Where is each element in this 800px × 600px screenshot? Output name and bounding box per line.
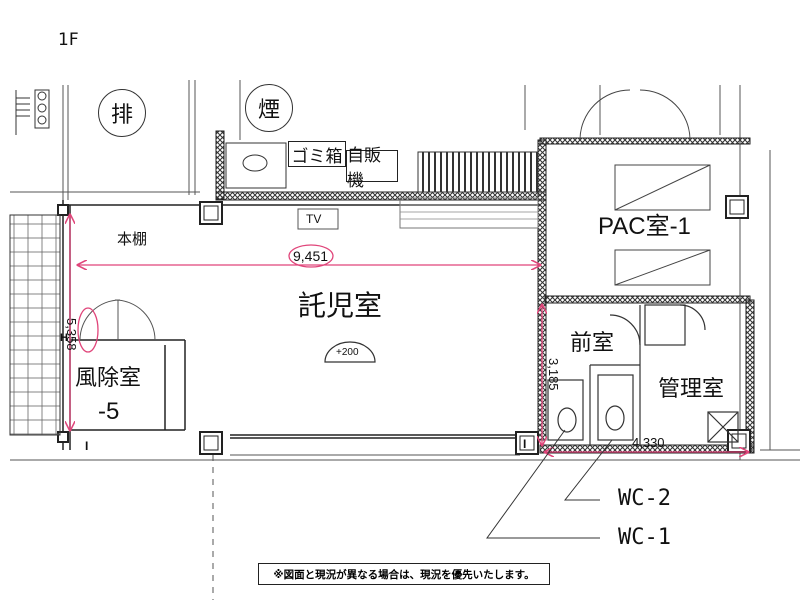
level-mark-label: +200 bbox=[336, 347, 359, 358]
dimension-depth-anteroom: 3,185 bbox=[546, 358, 561, 391]
garbage-box-label: ゴミ箱 bbox=[288, 141, 346, 167]
tv-box bbox=[297, 208, 339, 230]
childcare-room-label: 託児室 bbox=[298, 290, 383, 321]
vent-stripes bbox=[400, 204, 538, 220]
windbreak-room-label: 風除室 bbox=[75, 365, 142, 390]
vending-machine-label: 自販機 bbox=[346, 146, 398, 190]
pac-units bbox=[579, 89, 711, 286]
vent-lines bbox=[399, 197, 539, 229]
equipment-icon-stack bbox=[15, 89, 50, 135]
wall-hatch bbox=[539, 137, 751, 145]
management-room-label: 管理室 bbox=[658, 376, 725, 401]
wall-hatch bbox=[745, 299, 755, 451]
pac-room-label: PAC室-1 bbox=[598, 213, 691, 240]
vent-grille bbox=[417, 151, 539, 193]
dimension-width-main: 9,451 bbox=[293, 248, 329, 264]
sink-box bbox=[225, 142, 287, 189]
wc1-label: WC-1 bbox=[618, 525, 671, 550]
dimension-width-management: 4,330 bbox=[632, 435, 665, 450]
stairs bbox=[9, 214, 61, 436]
outer-lines bbox=[10, 80, 800, 600]
exhaust-symbol: 排 bbox=[98, 89, 146, 137]
mark-i-right: I bbox=[523, 437, 527, 451]
wc2-label: WC-2 bbox=[618, 486, 671, 511]
tv-label: TV bbox=[306, 212, 322, 226]
wall-hatch bbox=[215, 191, 547, 201]
mark-i-left: I bbox=[85, 439, 89, 453]
columns bbox=[57, 195, 751, 455]
wall-hatch bbox=[215, 130, 225, 200]
floor-label: 1F bbox=[58, 30, 79, 50]
windbreak-room-outline bbox=[70, 339, 186, 431]
dimension-lines bbox=[70, 215, 748, 452]
door-swing bbox=[79, 299, 156, 341]
anteroom-label: 前室 bbox=[570, 330, 615, 355]
shelf-label: 本棚 bbox=[117, 231, 148, 248]
wc-rooms bbox=[547, 304, 739, 445]
windbreak-room-number: -5 bbox=[98, 398, 120, 425]
disclaimer-note: ※図面と現況が異なる場合は、現況を優先いたします。 bbox=[258, 563, 550, 585]
smoke-symbol: 煙 bbox=[245, 84, 293, 132]
mark-h: H bbox=[60, 332, 68, 344]
wc-leader-lines bbox=[486, 429, 613, 539]
level-mark-shape bbox=[324, 341, 376, 363]
wall-hatch bbox=[544, 295, 751, 304]
sink-icon bbox=[242, 154, 268, 172]
